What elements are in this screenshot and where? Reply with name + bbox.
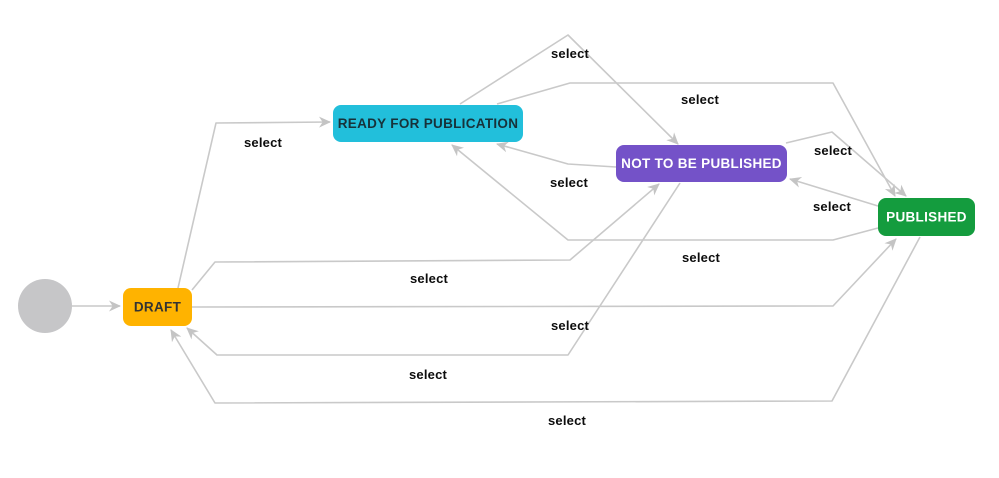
state-not-to-be-published-box — [616, 145, 787, 182]
edge-draft-to-published — [191, 238, 897, 308]
edge-label-not-to-be-published-to-published: select — [814, 143, 853, 158]
edge-draft-to-ready-for-publication — [177, 116, 331, 289]
edge-label-published-to-ready-for-publication: select — [682, 250, 721, 265]
edge-ready-for-publication-to-not-to-be-published — [459, 34, 679, 145]
edge-draft-to-not-to-be-published — [191, 183, 660, 291]
state-ready-for-publication: READY FOR PUBLICATION — [333, 105, 523, 142]
state-draft-box — [123, 288, 192, 326]
initial-state-marker — [18, 279, 72, 333]
edge-label-draft-to-published: select — [551, 318, 590, 333]
edge-label-not-to-be-published-to-draft: select — [409, 367, 448, 382]
edge-published-to-not-to-be-published — [789, 176, 879, 207]
edge-not-to-be-published-to-draft — [186, 182, 681, 356]
state-not-to-be-published-label: NOT TO BE PUBLISHED — [621, 156, 782, 171]
edge-label-not-to-be-published-to-ready-for-publication: select — [550, 175, 589, 190]
state-not-to-be-published: NOT TO BE PUBLISHED — [616, 145, 787, 182]
edge-label-ready-for-publication-to-not-to-be-published: select — [551, 46, 590, 61]
edge-label-draft-to-ready-for-publication: select — [244, 135, 283, 150]
edge-not-to-be-published-to-ready-for-publication — [496, 141, 617, 168]
edge-label-draft-to-not-to-be-published: select — [410, 271, 449, 286]
state-published-label: PUBLISHED — [886, 210, 967, 225]
edge-label-published-to-not-to-be-published: select — [813, 199, 852, 214]
edge-published-to-draft — [170, 236, 921, 404]
state-draft: DRAFT — [123, 288, 192, 326]
edge-not-to-be-published-to-published — [785, 131, 907, 197]
edge-label-ready-for-publication-to-published: select — [681, 92, 720, 107]
edge-ready-for-publication-to-published — [496, 82, 896, 197]
state-ready-for-publication-label: READY FOR PUBLICATION — [338, 116, 519, 131]
state-ready-for-publication-box — [333, 105, 523, 142]
edge-published-to-ready-for-publication — [451, 144, 879, 241]
state-draft-label: DRAFT — [134, 300, 182, 315]
edge-label-published-to-draft: select — [548, 413, 587, 428]
state-published-box — [878, 198, 975, 236]
state-published: PUBLISHED — [878, 198, 975, 236]
